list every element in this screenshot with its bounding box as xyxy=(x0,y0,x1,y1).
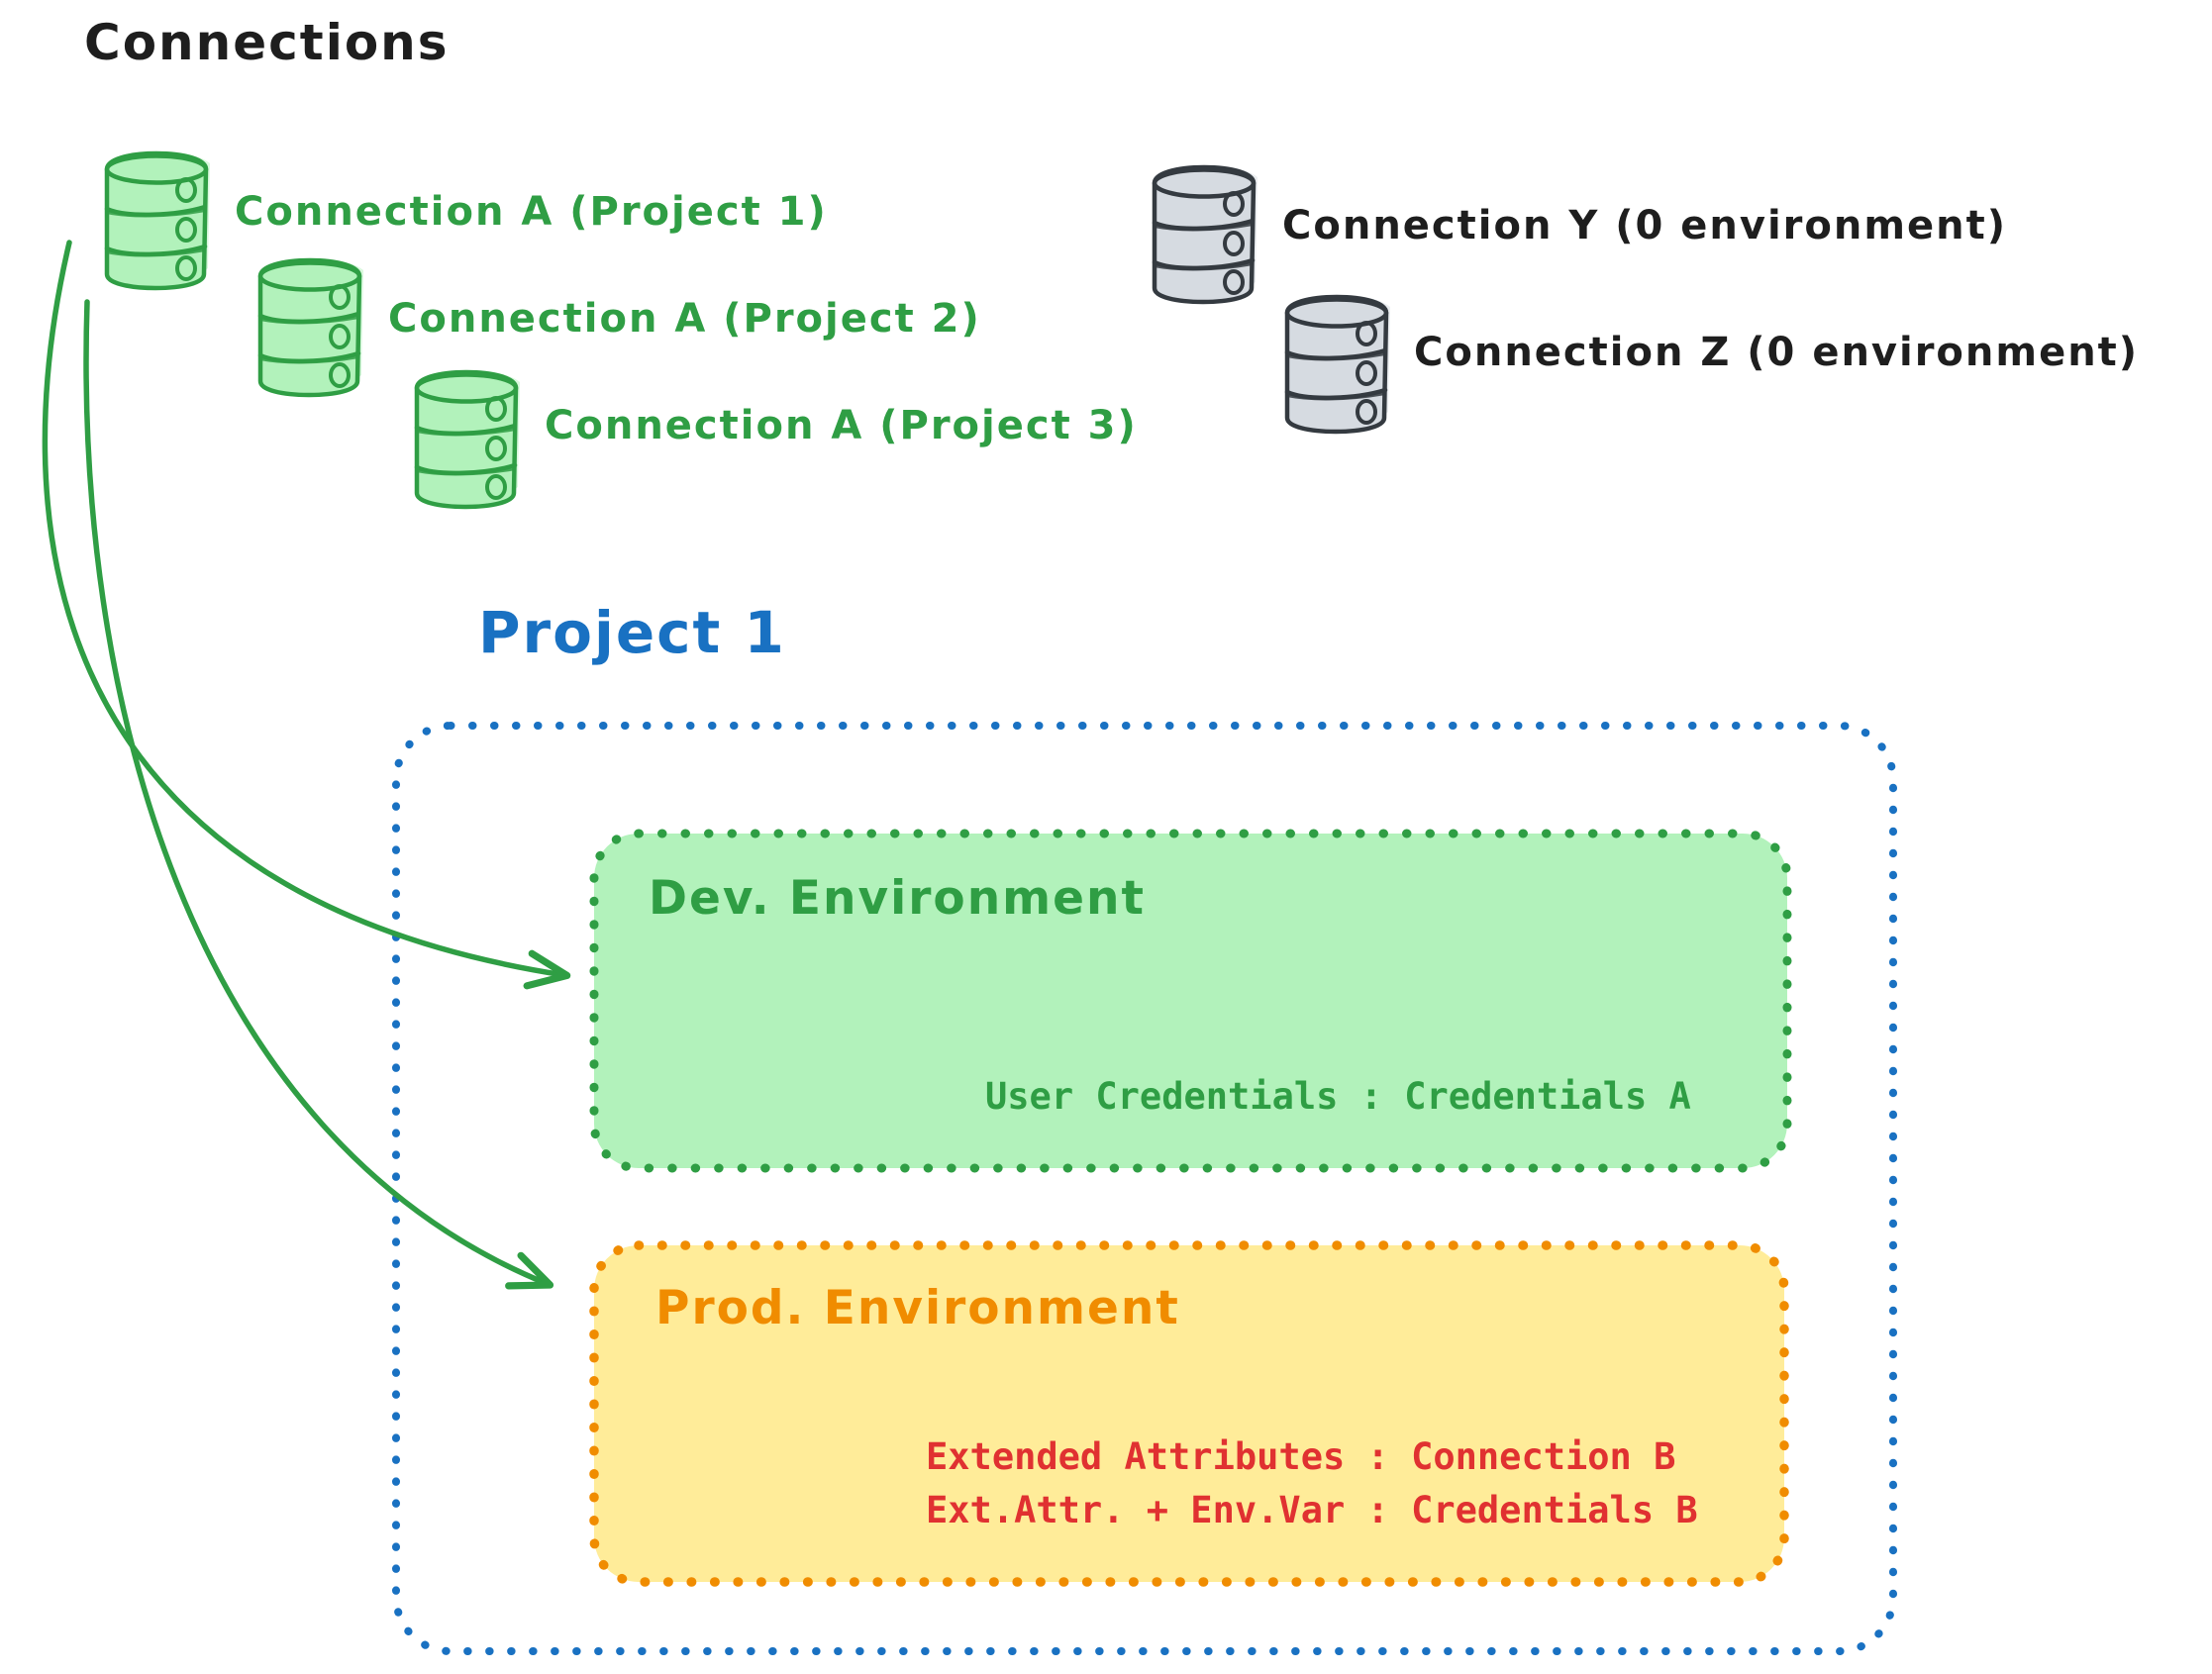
prod-environment-box xyxy=(589,1240,1789,1587)
label-connection-a-project-1: Connection A (Project 1) xyxy=(235,189,828,235)
database-cylinder-icon-connection-z xyxy=(1287,295,1390,432)
dev-environment-box xyxy=(589,829,1792,1173)
label-connection-a-project-2: Connection A (Project 2) xyxy=(388,296,981,342)
arrow-connection-a-to-dev-environment xyxy=(42,240,571,990)
database-cylinder-icon-connection-a-project-2 xyxy=(260,258,363,395)
dev-environment-credentials-mapping: User Credentials : Credentials A xyxy=(985,1075,1691,1118)
prod-environment-mapping-line-2: Ext.Attr. + Env.Var : Credentials B xyxy=(926,1489,1698,1531)
label-connection-y: Connection Y (0 environment) xyxy=(1282,203,2008,248)
database-cylinder-icon-connection-a-project-1 xyxy=(107,151,210,288)
database-cylinder-icon-connection-y xyxy=(1155,165,1257,302)
prod-environment-mapping-line-1: Extended Attributes : Connection B xyxy=(926,1435,1676,1478)
project-1-title: Project 1 xyxy=(478,599,786,666)
label-connection-z: Connection Z (0 environment) xyxy=(1414,330,2140,375)
dev-environment-title: Dev. Environment xyxy=(649,871,1146,926)
prod-environment-title: Prod. Environment xyxy=(655,1281,1180,1335)
database-cylinder-icon-connection-a-project-3 xyxy=(417,370,520,507)
diagram-title: Connections xyxy=(84,14,450,71)
label-connection-a-project-3: Connection A (Project 3) xyxy=(545,403,1138,448)
arrow-connection-a-to-prod-environment xyxy=(83,299,554,1290)
project-1-container-box xyxy=(392,722,1897,1655)
